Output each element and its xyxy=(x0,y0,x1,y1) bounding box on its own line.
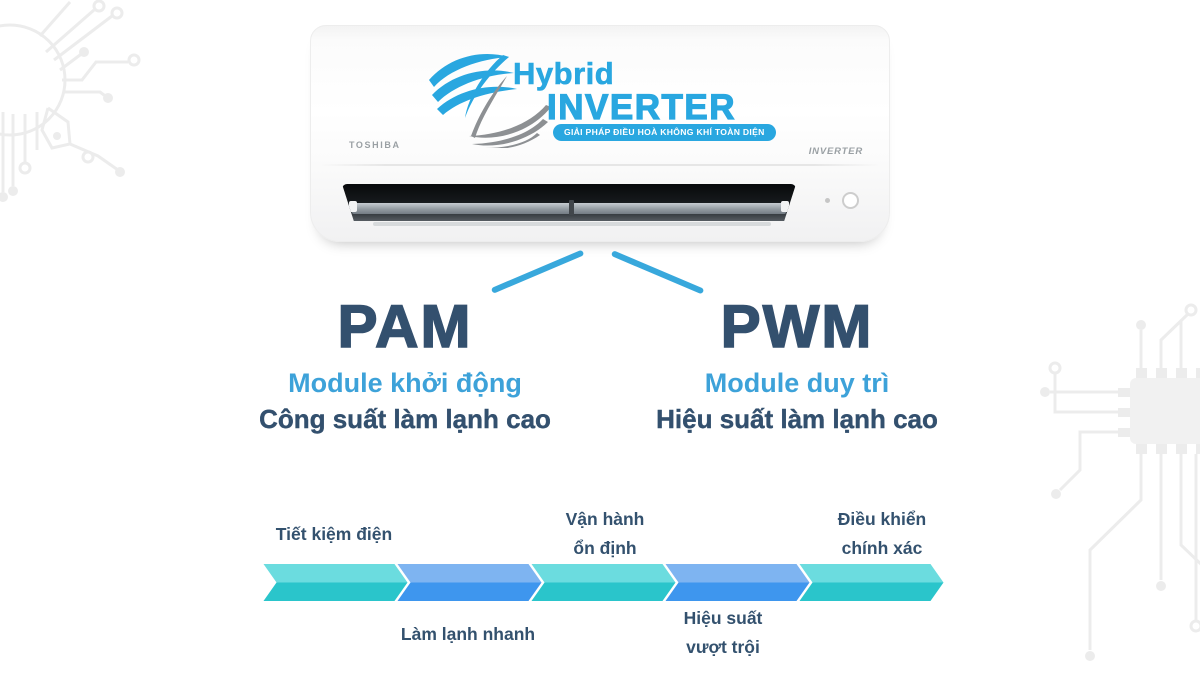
benefit-segment xyxy=(397,564,542,583)
benefit-label-line: Điều khiển xyxy=(837,509,927,529)
benefit-segment xyxy=(263,582,408,601)
benefits-arrow-bar xyxy=(263,564,944,601)
pam-module-block: PAM Module khởi động Công suất làm lạnh … xyxy=(245,293,565,435)
hybrid-inverter-logo: Hybrid INVERTER GIẢI PHÁP ĐIỀU HOÀ KHÔNG… xyxy=(427,46,787,168)
benefit-label-line: Vận hành xyxy=(565,509,645,529)
louver-knob-right xyxy=(781,201,789,212)
circuit-decoration-bottom-right xyxy=(1040,303,1200,661)
benefit-segment xyxy=(799,564,944,583)
benefit-segment xyxy=(263,564,408,583)
vent-lip xyxy=(373,222,771,226)
circuit-decoration-top-left xyxy=(0,0,141,202)
connector-line-pwm xyxy=(610,250,705,295)
pwm-title: PWM xyxy=(720,293,874,360)
benefit-segment xyxy=(665,564,810,583)
logo-inverter-text: INVERTER xyxy=(546,87,736,127)
toshiba-brand-label: TOSHIBA xyxy=(349,140,401,150)
sensor-button xyxy=(842,192,859,209)
benefit-label-fast-cooling: Làm lạnh nhanh xyxy=(401,620,535,649)
pam-description: Công suất làm lạnh cao xyxy=(259,404,551,434)
benefit-label-line: Hiệu suất xyxy=(683,608,763,628)
benefit-label-precise-control: Điều khiển chính xác xyxy=(838,505,927,563)
louver-center-joint xyxy=(569,200,574,215)
air-conditioner-unit: Hybrid INVERTER GIẢI PHÁP ĐIỀU HOÀ KHÔNG… xyxy=(310,25,890,242)
wind-swoosh-icon xyxy=(429,53,551,148)
air-vent xyxy=(342,184,796,221)
louver-knob-left xyxy=(349,201,357,212)
benefit-segment xyxy=(799,582,944,601)
logo-hybrid-text: Hybrid xyxy=(513,56,615,92)
pam-subtitle: Module khởi động xyxy=(288,368,522,398)
logo-tagline-pill: GIẢI PHÁP ĐIỀU HOÀ KHÔNG KHÍ TOÀN DIỆN xyxy=(553,124,776,141)
connector-line-pam xyxy=(490,249,585,294)
benefit-label-line: vượt trội xyxy=(686,637,760,657)
benefit-label-line: chính xác xyxy=(841,538,923,558)
benefit-label-line: ổn định xyxy=(573,538,637,558)
inverter-side-label: INVERTER xyxy=(808,146,863,157)
benefit-label-stable-operation: Vận hành ổn định xyxy=(566,505,645,563)
indicator-led xyxy=(825,198,830,203)
benefit-segment xyxy=(665,582,810,601)
panel-seam xyxy=(319,164,881,166)
benefit-label-line: Làm lạnh nhanh xyxy=(400,624,536,644)
pwm-module-block: PWM Module duy trì Hiệu suất làm lạnh ca… xyxy=(637,293,957,435)
benefit-label-line: Tiết kiệm điện xyxy=(275,524,393,544)
pwm-description: Hiệu suất làm lạnh cao xyxy=(656,404,938,434)
benefit-segment xyxy=(397,582,542,601)
benefit-segment xyxy=(531,582,676,601)
benefit-label-energy-saving: Tiết kiệm điện xyxy=(276,520,392,549)
pam-title: PAM xyxy=(337,293,473,360)
benefit-label-superior-efficiency: Hiệu suất vượt trội xyxy=(684,604,763,662)
pwm-subtitle: Module duy trì xyxy=(704,368,890,398)
benefit-segment xyxy=(531,564,676,583)
